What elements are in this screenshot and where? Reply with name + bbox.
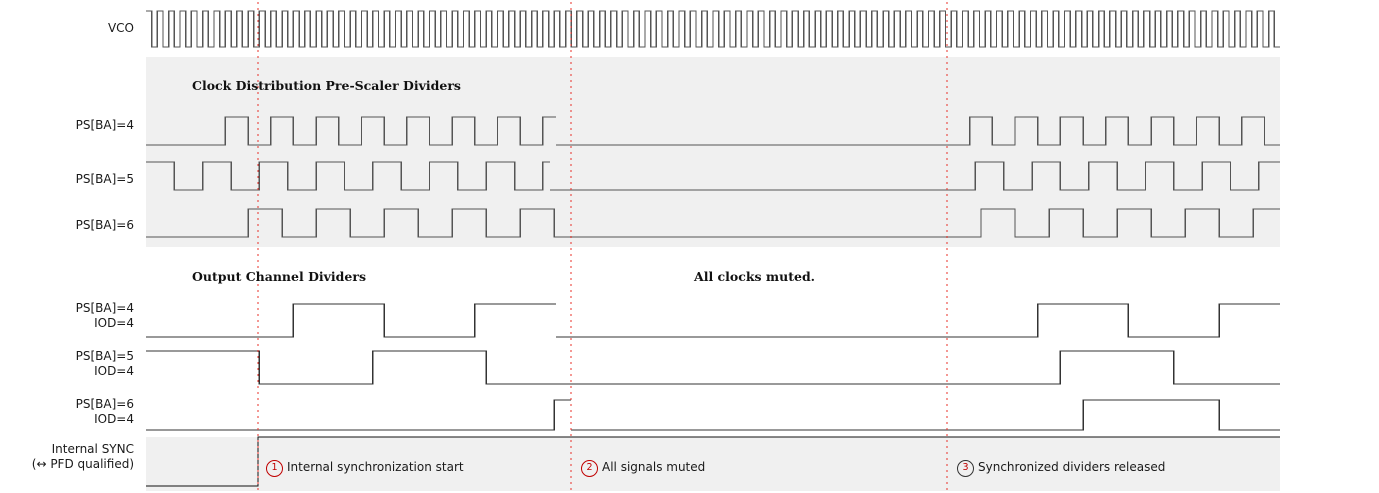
section-header-prescaler: Clock Distribution Pre-Scaler Dividers (192, 78, 461, 93)
sync-band (146, 437, 1280, 491)
row-label-ps-ba-6: PS[BA]=6 (0, 218, 134, 233)
waveform-internal-sync (146, 436, 1280, 487)
row-label-line: Internal SYNC (51, 442, 134, 456)
marker-badge-1: 1 (266, 460, 283, 477)
waveform-vco (146, 10, 1280, 48)
background-bands-layer (146, 57, 1280, 491)
section-header-outputdiv: Output Channel Dividers (192, 269, 366, 284)
prescaler-band (146, 57, 1280, 247)
section-header-muted: All clocks muted. (694, 269, 816, 284)
marker-note-3: Synchronized dividers released (978, 460, 1166, 474)
row-label-vco: VCO (0, 21, 134, 36)
waveform-ps-ba-6 (146, 208, 1280, 238)
waveform-out-ps6-iod4 (146, 399, 1280, 431)
row-label-line: IOD=4 (94, 364, 134, 378)
row-label-internal-sync: Internal SYNC(↔ PFD qualified) (0, 442, 134, 472)
row-label-line: PS[BA]=4 (75, 301, 134, 315)
marker-note-1: Internal synchronization start (287, 460, 464, 474)
row-label-ps-ba-4: PS[BA]=4 (0, 118, 134, 133)
row-label-line: PS[BA]=5 (75, 172, 134, 186)
row-label-line: PS[BA]=6 (75, 218, 134, 232)
row-label-line: PS[BA]=5 (75, 349, 134, 363)
waveform-out-ps5-iod4 (146, 350, 1280, 385)
marker-badge-3: 3 (957, 460, 974, 477)
marker-note-2: All signals muted (602, 460, 706, 474)
row-label-ps-ba-5: PS[BA]=5 (0, 172, 134, 187)
row-label-line: VCO (107, 21, 134, 35)
waveforms-layer (146, 10, 1280, 487)
row-label-line: PS[BA]=4 (75, 118, 134, 132)
waveform-ps-ba-4 (146, 116, 1280, 146)
marker-badge-2: 2 (581, 460, 598, 477)
row-label-line: IOD=4 (94, 316, 134, 330)
row-label-line: (↔ PFD qualified) (31, 457, 134, 471)
row-label-line: IOD=4 (94, 412, 134, 426)
waveform-ps-ba-5 (146, 161, 1280, 191)
row-label-line: PS[BA]=6 (75, 397, 134, 411)
waveform-out-ps4-iod4 (146, 303, 1280, 338)
